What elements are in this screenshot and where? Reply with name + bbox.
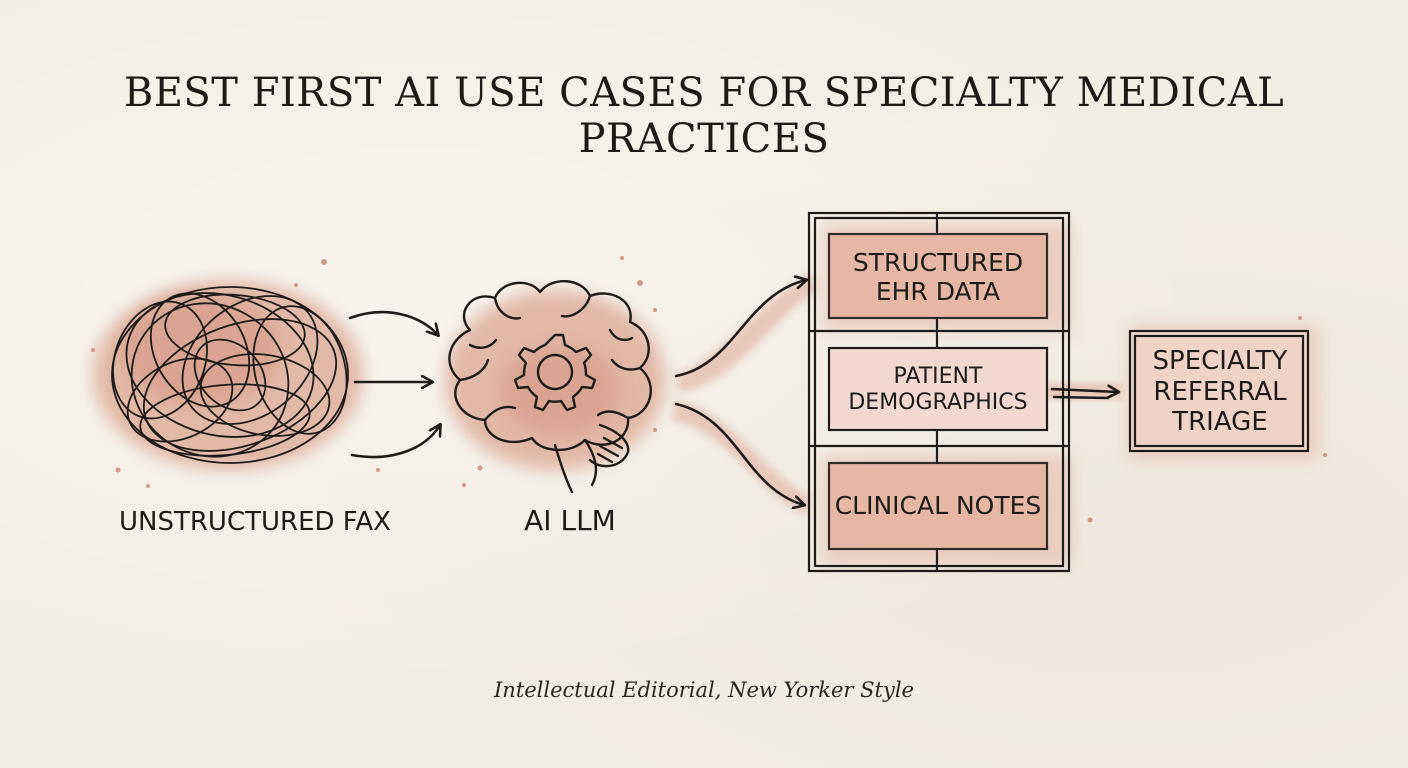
table-cells <box>827 232 1310 551</box>
splatter-dots <box>91 256 1327 523</box>
page-title: BEST FIRST AI USE CASES FOR SPECIALTY ME… <box>123 70 1285 162</box>
demographics-box: PATIENT DEMOGRAPHICS <box>830 350 1046 430</box>
brain-gear-icon <box>448 279 652 494</box>
arrows-fax-to-llm <box>348 310 440 459</box>
demographics-label: PATIENT DEMOGRAPHICS <box>848 364 1028 415</box>
arrows-llm-to-table <box>674 280 806 505</box>
output-table-frame <box>807 211 1071 573</box>
caption: Intellectual Editorial, New Yorker Style <box>494 678 914 702</box>
clinical-notes-label: CLINICAL NOTES <box>834 491 1042 521</box>
ehr-data-label: STRUCTURED EHR DATA <box>852 247 1024 307</box>
referral-triage-box: SPECIALTY REFERRAL TRIAGE <box>1134 333 1306 451</box>
referral-triage-label: SPECIALTY REFERRAL TRIAGE <box>1152 345 1288 438</box>
fax-label: UNSTRUCTURED FAX <box>119 507 391 537</box>
clinical-notes-box: CLINICAL NOTES <box>830 463 1046 549</box>
scribble-icon <box>111 286 349 464</box>
arrow-to-triage <box>1050 389 1118 400</box>
ehr-data-box: STRUCTURED EHR DATA <box>830 236 1046 318</box>
llm-label: AI LLM <box>524 504 616 537</box>
